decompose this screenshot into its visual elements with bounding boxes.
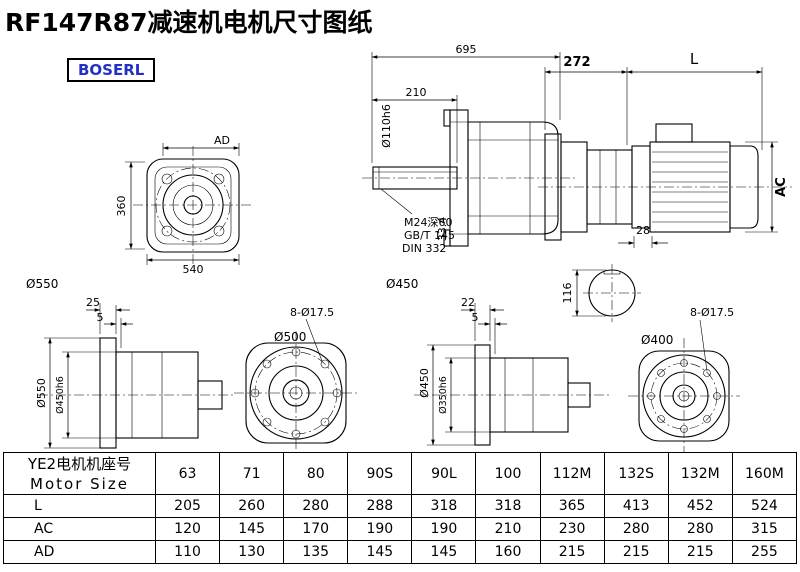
motor-size-table: YE2电机机座号 Motor Size 63 71 80 90S 90L 100… bbox=[3, 452, 798, 564]
dim-272-label: 272 bbox=[563, 55, 590, 70]
dia-550-dim-label: Ø550 bbox=[35, 378, 48, 408]
size-col-header: 132M bbox=[667, 452, 733, 495]
view-flange-front-1: 8-Ø17.5 Ø500 bbox=[234, 306, 358, 452]
size-col-header: 71 bbox=[219, 452, 285, 495]
value-cell: 215 bbox=[603, 540, 669, 564]
dim-shaft-dia-label: Ø110h6 bbox=[380, 104, 393, 148]
value-cell: 288 bbox=[347, 494, 413, 518]
table-row-ac: AC 120 145 170 190 190 210 230 280 280 3… bbox=[3, 517, 798, 541]
size-col-header: 90S bbox=[347, 452, 413, 495]
dia-450h6-dim-label: Ø450h6 bbox=[55, 376, 66, 414]
size-col-header: 132S bbox=[603, 452, 669, 495]
value-cell: 215 bbox=[539, 540, 605, 564]
view-output-side-2: 22 5 Ø450 Ø350h6 bbox=[414, 296, 612, 446]
value-cell: 145 bbox=[219, 517, 285, 541]
dia-350h6-dim-label: Ø350h6 bbox=[438, 376, 449, 414]
dia-450-label: Ø450 bbox=[386, 277, 418, 291]
std2-label: DIN 332 bbox=[402, 242, 446, 255]
brand-logo: BOSERL bbox=[67, 58, 156, 82]
value-cell: 280 bbox=[667, 517, 733, 541]
dim-210-label: 210 bbox=[406, 86, 427, 99]
size-col-header: 63 bbox=[154, 452, 221, 495]
value-cell: 318 bbox=[475, 494, 541, 518]
dim-22-label: 22 bbox=[461, 296, 475, 309]
value-cell: 365 bbox=[539, 494, 605, 518]
value-cell: 315 bbox=[731, 517, 798, 541]
value-cell: 524 bbox=[731, 494, 798, 518]
holes-label-2: 8-Ø17.5 bbox=[690, 306, 734, 319]
value-cell: 255 bbox=[731, 540, 798, 564]
dim-ad-label: AD bbox=[214, 134, 230, 147]
dim-ac-label: AC bbox=[774, 177, 789, 197]
value-cell: 452 bbox=[667, 494, 733, 518]
header-motor-size-cn: YE2电机机座号 bbox=[27, 454, 132, 473]
view-gearbox-side: 695 210 Ø110h6 M24深60 GB/T 145 DIN 332 3… bbox=[362, 43, 575, 291]
row-label: L bbox=[3, 494, 156, 518]
value-cell: 170 bbox=[283, 517, 349, 541]
dim-540-label: 540 bbox=[183, 263, 204, 276]
dia-550-label: Ø550 bbox=[26, 277, 58, 291]
value-cell: 260 bbox=[219, 494, 285, 518]
value-cell: 145 bbox=[411, 540, 477, 564]
dia-450-dim-label: Ø450 bbox=[418, 368, 431, 398]
dia-400-label: Ø400 bbox=[641, 333, 673, 347]
value-cell: 210 bbox=[475, 517, 541, 541]
value-cell: 110 bbox=[154, 540, 221, 564]
dim-l-label: L bbox=[690, 50, 699, 68]
size-col-header: 112M bbox=[539, 452, 605, 495]
dim-5-label-1: 5 bbox=[97, 311, 104, 324]
view-flange-front-top: AD 360 540 Ø550 bbox=[26, 134, 253, 291]
thread-label: M24深60 bbox=[404, 216, 453, 229]
dim-28-label: 28 bbox=[636, 224, 650, 237]
page-title: RF147R87减速机电机尺寸图纸 bbox=[5, 8, 373, 37]
dim-25-label: 25 bbox=[86, 296, 100, 309]
row-label: AD bbox=[3, 540, 156, 564]
dim-5-label-2: 5 bbox=[472, 311, 479, 324]
value-cell: 215 bbox=[667, 540, 733, 564]
view-flange-front-2: 8-Ø17.5 Ø400 bbox=[628, 306, 740, 452]
dia-500-label: Ø500 bbox=[274, 330, 306, 344]
size-col-header: 100 bbox=[475, 452, 541, 495]
value-cell: 280 bbox=[283, 494, 349, 518]
dim-334-label: 33.4 bbox=[436, 217, 449, 242]
value-cell: 205 bbox=[154, 494, 221, 518]
value-cell: 190 bbox=[411, 517, 477, 541]
row-label: AC bbox=[3, 517, 156, 541]
std1-label: GB/T 145 bbox=[404, 229, 455, 242]
table-row-l: L 205 260 280 288 318 318 365 413 452 52… bbox=[3, 494, 798, 518]
value-cell: 160 bbox=[475, 540, 541, 564]
table-row-ad: AD 110 130 135 145 145 160 215 215 215 2… bbox=[3, 540, 798, 564]
dim-695-label: 695 bbox=[456, 43, 477, 56]
size-col-header: 80 bbox=[283, 452, 349, 495]
value-cell: 145 bbox=[347, 540, 413, 564]
view-motor-side: 272 L AC 28 116 bbox=[538, 50, 792, 322]
value-cell: 413 bbox=[603, 494, 669, 518]
header-motor-size-en: Motor Size bbox=[30, 474, 129, 493]
technical-drawing: AD 360 540 Ø550 695 bbox=[26, 43, 792, 452]
header-motor-size: YE2电机机座号 Motor Size bbox=[3, 452, 156, 495]
size-col-header: 160M bbox=[731, 452, 798, 495]
value-cell: 135 bbox=[283, 540, 349, 564]
value-cell: 130 bbox=[219, 540, 285, 564]
dim-116-label: 116 bbox=[561, 283, 574, 304]
table-header-row: YE2电机机座号 Motor Size 63 71 80 90S 90L 100… bbox=[3, 452, 798, 495]
view-output-side-1: 25 5 Ø550 Ø450h6 bbox=[35, 296, 236, 449]
value-cell: 190 bbox=[347, 517, 413, 541]
value-cell: 318 bbox=[411, 494, 477, 518]
holes-label-1: 8-Ø17.5 bbox=[290, 306, 334, 319]
value-cell: 280 bbox=[603, 517, 669, 541]
value-cell: 230 bbox=[539, 517, 605, 541]
dim-360-label: 360 bbox=[115, 196, 128, 217]
size-col-header: 90L bbox=[411, 452, 477, 495]
value-cell: 120 bbox=[154, 517, 221, 541]
